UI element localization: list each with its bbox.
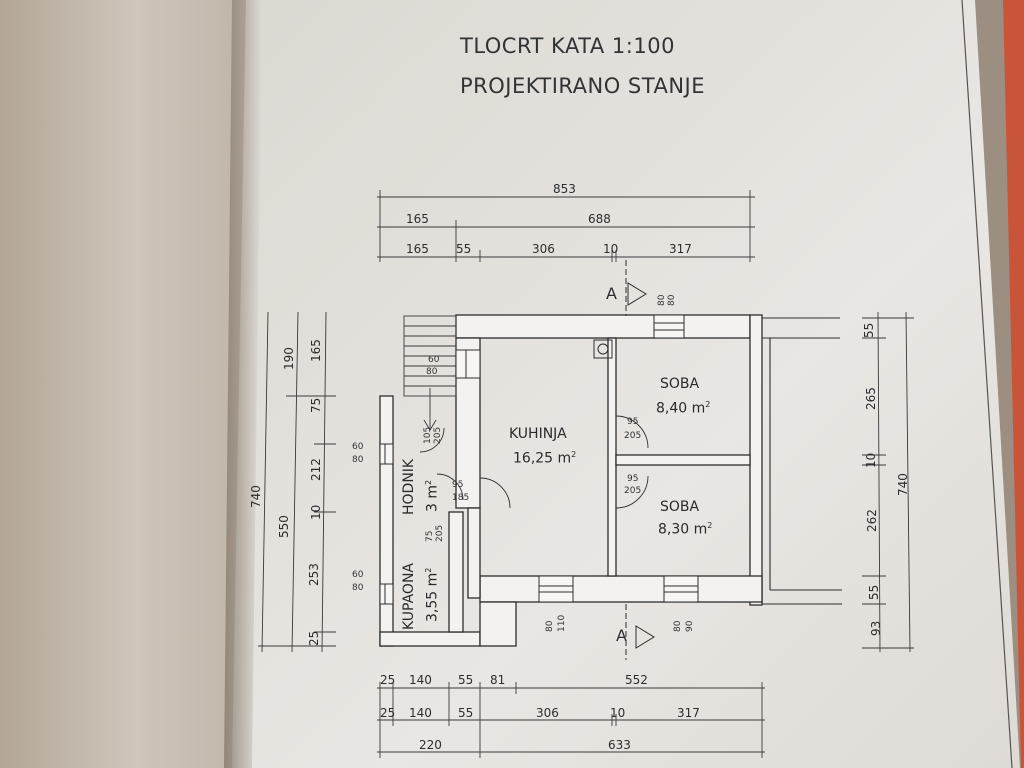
bottom-dimension-lines [377, 682, 765, 758]
dim-left-10: 10 [309, 504, 323, 520]
win-left-b-label-1: 60 [352, 570, 364, 580]
dim-left-550: 550 [277, 515, 291, 538]
neighbour-building [762, 317, 842, 605]
door-top-label-1: 60 [428, 355, 440, 365]
dim-bot-55a: 55 [458, 673, 474, 687]
dim-right-55a: 55 [862, 322, 876, 338]
right-page [224, 0, 1020, 768]
door-room2-label-1: 95 [627, 474, 639, 484]
chimney [593, 339, 613, 359]
win-bottom-left-label-2: 110 [557, 614, 567, 632]
dim-left-25: 25 [307, 630, 321, 646]
dim-left-253: 253 [307, 563, 321, 586]
dim-bot-25a: 25 [380, 673, 396, 687]
plan-subtitle: PROJEKTIRANO STANJE [460, 74, 705, 98]
dim-bot-317: 317 [677, 706, 700, 720]
win-left-b-label-2: 80 [352, 583, 364, 593]
win-top-label-1: 80 [657, 294, 667, 306]
dim-top-55: 55 [456, 242, 472, 256]
left-dimension-lines [258, 311, 336, 653]
win-bottom-right-label-1: 80 [673, 620, 683, 632]
dim-top-165b: 165 [406, 242, 429, 256]
dim-right-55b: 55 [867, 584, 881, 600]
room-area-kupaona: 3,55 m2 [424, 567, 441, 622]
dim-left-740: 740 [249, 485, 263, 508]
left-page [0, 0, 248, 768]
dim-left-165: 165 [309, 339, 323, 362]
room-name-soba-1: SOBA [660, 376, 700, 392]
room-name-kuhinja: KUHINJA [509, 426, 567, 442]
dim-right-740: 740 [896, 473, 910, 496]
door-hall-label-1: 95 [452, 480, 464, 490]
dim-bot-25b: 25 [380, 706, 396, 720]
win-left-a-label-1: 60 [352, 442, 364, 452]
windows [379, 314, 699, 605]
dim-left-212: 212 [309, 458, 323, 481]
door-swings [419, 415, 649, 509]
red-binder-edge [1003, 0, 1024, 768]
dim-bot-306: 306 [536, 706, 559, 720]
door-hall-label-2: 185 [452, 493, 470, 503]
dim-right-10: 10 [864, 452, 878, 468]
top-dimension-lines [377, 190, 755, 262]
dim-top-853: 853 [553, 182, 576, 196]
room-name-soba-2: SOBA [660, 499, 700, 515]
dim-bot-633: 633 [608, 738, 631, 752]
dim-top-688: 688 [588, 212, 611, 226]
door-top-label-2: 80 [426, 367, 438, 377]
win-bottom-right-label-2: 90 [685, 620, 695, 632]
dim-bot-81: 81 [490, 673, 506, 687]
room-area-kuhinja: 16,25 m2 [513, 450, 577, 467]
dim-bot-55b: 55 [458, 706, 474, 720]
dim-left-190: 190 [282, 347, 296, 370]
plan-title: TLOCRT KATA 1:100 [460, 34, 675, 58]
dim-bot-140a: 140 [409, 673, 432, 687]
dim-top-317: 317 [669, 242, 692, 256]
dim-bot-220: 220 [419, 738, 442, 752]
dim-bot-552: 552 [625, 673, 648, 687]
door-room1-label-2: 205 [624, 431, 642, 441]
door-room2-label-2: 205 [624, 486, 642, 496]
room-area-soba-2: 8,30 m2 [658, 521, 713, 538]
dim-right-262: 262 [865, 509, 879, 532]
door-bath-b-label-1: 75 [425, 530, 435, 542]
section-mark-bottom: A [616, 626, 627, 645]
right-dimension-lines [862, 311, 914, 653]
dim-top-306: 306 [532, 242, 555, 256]
dim-bot-140b: 140 [409, 706, 432, 720]
dim-right-265: 265 [864, 387, 878, 410]
room-name-hodnik: HODNIK [401, 458, 417, 515]
door-bath-b-label-2: 205 [435, 524, 445, 542]
door-bath-a-label-1: 105 [423, 426, 433, 444]
section-markers [625, 260, 655, 660]
room-name-kupaona: KUPAONA [401, 563, 417, 630]
room-area-soba-1: 8,40 m2 [656, 400, 711, 417]
door-bath-a-label-2: 205 [433, 426, 443, 444]
win-top-label-2: 80 [667, 294, 677, 306]
dim-left-75: 75 [309, 397, 323, 413]
door-room1-label-1: 95 [627, 417, 639, 427]
win-left-a-label-2: 80 [352, 455, 364, 465]
dim-right-93: 93 [869, 620, 883, 636]
win-bottom-left-label-1: 80 [545, 620, 555, 632]
room-area-hodnik: 3 m2 [424, 479, 441, 512]
dim-bot-10: 10 [610, 706, 626, 720]
section-mark-top: A [606, 284, 617, 303]
dim-top-10: 10 [603, 242, 619, 256]
dim-top-165a: 165 [406, 212, 429, 226]
